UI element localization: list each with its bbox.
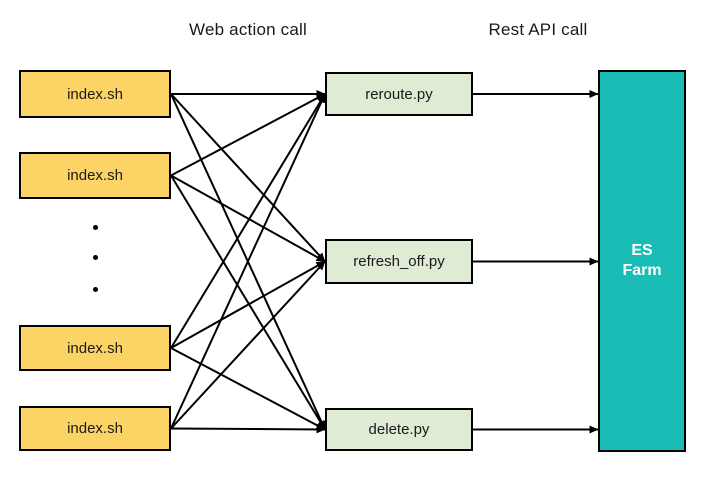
node-index-sh-1[interactable]: index.sh bbox=[19, 70, 171, 118]
edge-source3-to-script3 bbox=[170, 347, 326, 431]
node-es-farm[interactable]: ES Farm bbox=[598, 70, 686, 452]
edge-source2-to-script3 bbox=[170, 174, 326, 431]
edge-source4-to-script1 bbox=[170, 93, 326, 429]
ellipsis-dot-2 bbox=[93, 255, 98, 260]
ellipsis-dot-1 bbox=[93, 225, 98, 230]
node-index-sh-3[interactable]: index.sh bbox=[19, 325, 171, 371]
label-web-action-call: Web action call bbox=[189, 20, 307, 39]
edge-source3-to-script2 bbox=[170, 260, 326, 349]
edge-source2-to-script2 bbox=[170, 174, 326, 263]
web-action-edges bbox=[170, 90, 326, 434]
rest-api-edges bbox=[473, 90, 599, 434]
es-farm-line-2: Farm bbox=[622, 262, 662, 279]
edge-source1-to-script3 bbox=[170, 93, 326, 430]
edge-source1-to-script2 bbox=[170, 93, 326, 263]
edge-source2-to-script1 bbox=[170, 93, 326, 177]
node-refresh-off-py[interactable]: refresh_off.py bbox=[325, 239, 473, 284]
node-reroute-py[interactable]: reroute.py bbox=[325, 72, 473, 116]
node-index-sh-4[interactable]: index.sh bbox=[19, 406, 171, 451]
es-farm-line-1: ES bbox=[631, 242, 653, 259]
edge-source4-to-script3 bbox=[170, 425, 326, 434]
edge-source4-to-script2 bbox=[170, 260, 326, 430]
ellipsis-dot-3 bbox=[93, 287, 98, 292]
edge-source3-to-script1 bbox=[170, 93, 326, 349]
label-rest-api-call: Rest API call bbox=[488, 20, 588, 39]
node-index-sh-2[interactable]: index.sh bbox=[19, 152, 171, 199]
node-delete-py[interactable]: delete.py bbox=[325, 408, 473, 451]
